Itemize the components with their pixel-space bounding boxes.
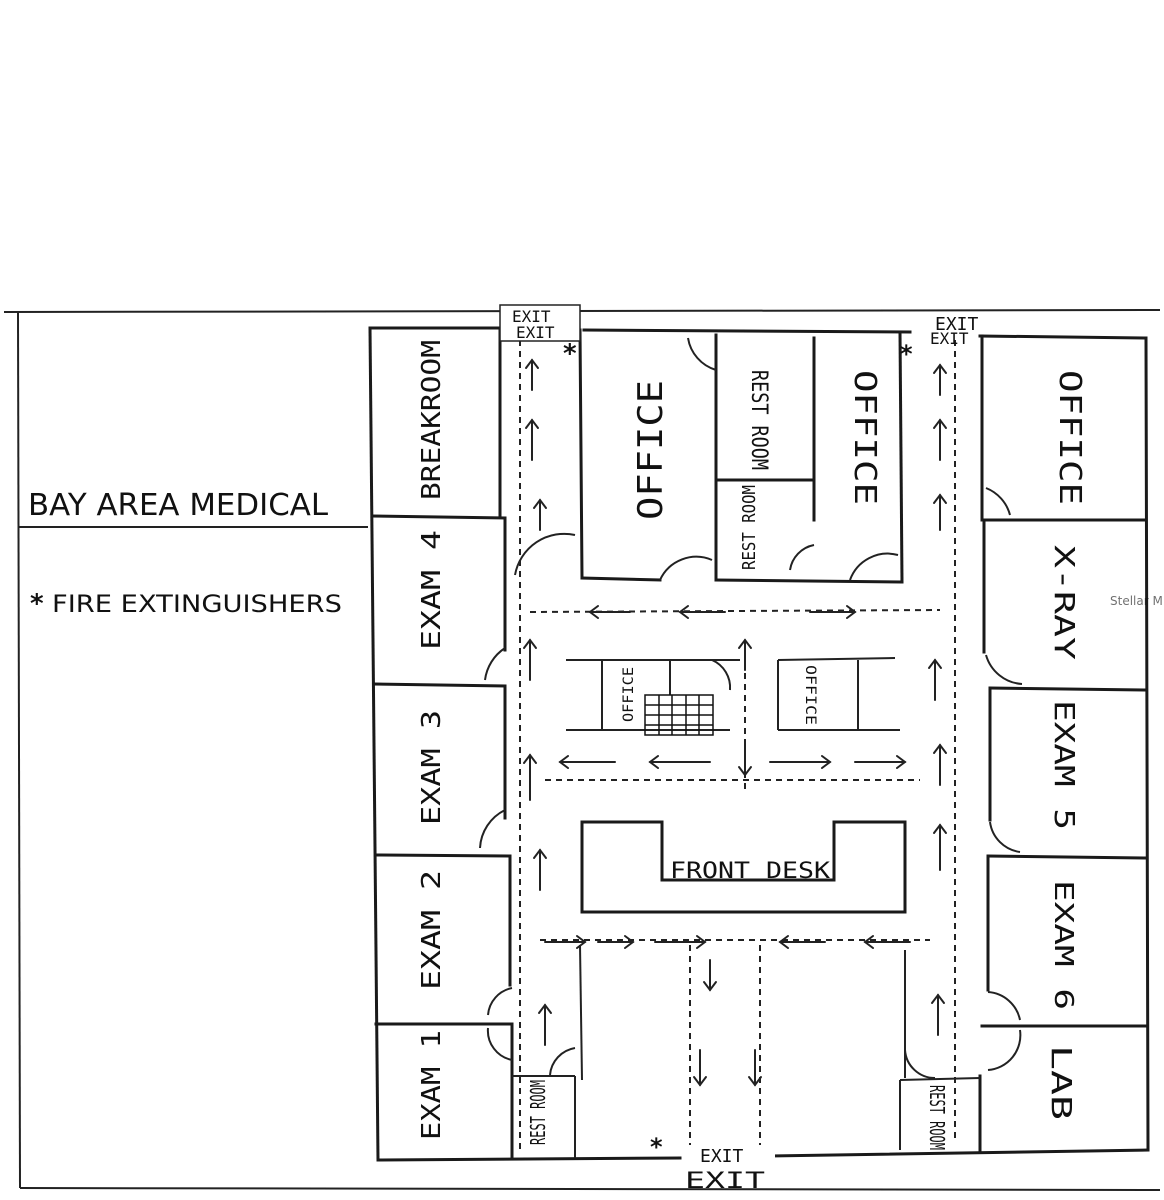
bottom-rooms [512,944,981,1158]
exit-top-right-mirror: EXIT [930,329,969,348]
room-label-rest-room-br: REST ROOM [925,1085,949,1150]
building-outline [368,326,1150,1162]
fire-extinguisher-legend-icon: * [30,589,44,619]
room-label-rest-room-bl: REST ROOM [526,1080,550,1145]
fire-extinguisher-icon: * [900,340,913,368]
exit-top-left: EXIT [512,307,551,326]
top-middle-rooms [578,328,904,584]
page-border [3,309,1161,1191]
room-labels: BREAKROOM EXAM 4 EXAM 3 EXAM 2 EXAM 1 OF… [417,340,1087,1150]
fire-extinguishers: * * * [563,339,913,1161]
room-label-small-office-2: OFFICE [802,665,818,725]
front-desk-outline [580,820,907,914]
room-label-exam5: EXAM 5 [1048,700,1081,830]
fire-extinguisher-icon: * [563,339,577,369]
room-label-small-office-1: OFFICE [621,667,637,722]
evacuation-routes [519,340,956,1150]
fire-extinguisher-icon: * [650,1133,663,1161]
room-label-office-mid: OFFICE [847,370,882,505]
room-label-breakroom: BREAKROOM [417,340,447,500]
room-label-office-left: OFFICE [631,380,671,520]
exit-bottom-lower: EXIT [685,1169,765,1194]
room-label-front-desk: FRONT DESK [670,859,831,884]
room-label-rest-room-mid: REST ROOM [739,485,760,570]
exit-bottom: EXIT [700,1146,744,1167]
center-small-rooms [566,657,900,731]
room-label-office-right: OFFICE [1052,370,1087,505]
exit-top-left-mirror: EXIT [516,323,555,342]
exit-labels: EXIT EXIT EXIT EXIT EXIT EXIT [499,304,979,1194]
right-rooms [978,334,1148,1152]
direction-arrows [523,358,947,1087]
fire-extinguisher-legend-text: FIRE EXTINGUISHERS [52,590,342,618]
stairs-grid [644,694,714,736]
plan-title: BAY AREA MEDICAL [28,488,328,523]
room-label-lab: LAB [1045,1045,1078,1120]
doors [479,337,1023,1080]
room-label-exam1: EXAM 1 [417,1030,447,1140]
left-rooms [370,326,514,1160]
watermark: Stellar MLS [1110,594,1164,608]
room-label-xray: X-RAY [1048,545,1081,660]
room-label-exam4: EXAM 4 [417,530,447,650]
room-label-exam3: EXAM 3 [417,710,447,825]
room-label-rest-room-top: REST ROOM [746,370,771,470]
room-label-exam6: EXAM 6 [1048,880,1078,1010]
room-label-exam2: EXAM 2 [417,870,447,990]
exit-top-right: EXIT [935,314,979,335]
